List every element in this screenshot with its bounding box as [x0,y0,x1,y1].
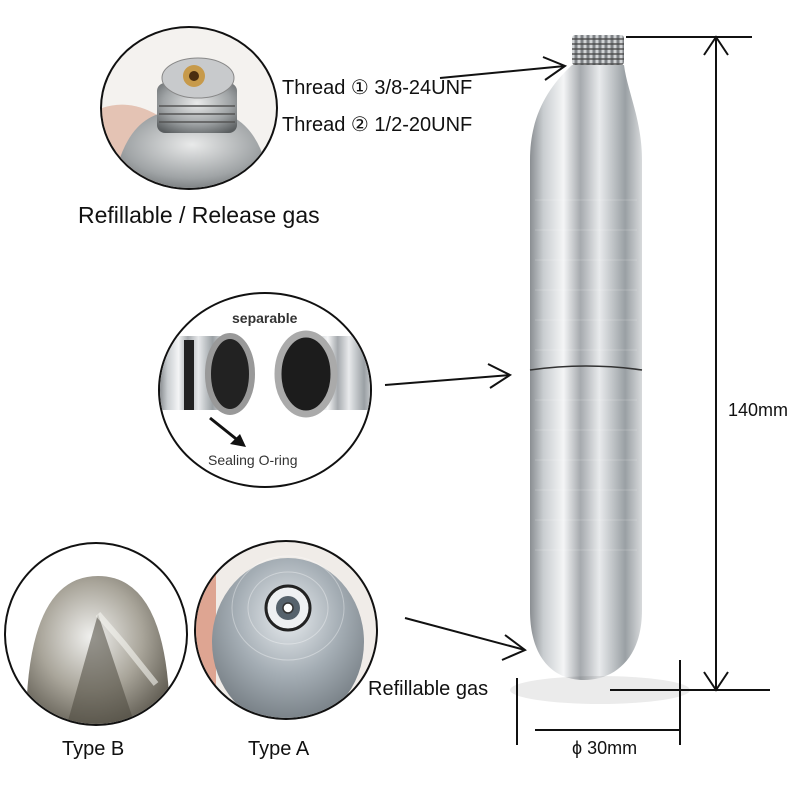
valve-closeup-circle [100,26,278,190]
valve-photo-icon [102,57,272,188]
type-a-caption: Type A [248,738,310,760]
type-b-caption: Type B [62,738,125,760]
thread-2-spec: Thread ② 1/2-20UNF [282,114,473,136]
type-b-photo-icon [26,576,170,724]
separable-label: separable [232,310,298,326]
sealing-oring-label: Sealing O-ring [208,452,298,468]
type-b-closeup-circle [4,542,188,726]
refillable-gas-label: Refillable gas [368,678,489,700]
top-valve-caption: Refillable / Release gas [78,202,320,228]
diameter-dimension-label: ϕ 30mm [572,738,638,758]
height-dimension-label: 140mm [728,400,789,420]
thread-1-spec: Thread ① 3/8-24UNF [282,77,473,99]
joint-photo-icon [160,330,370,447]
joint-closeup-circle: separable Sealing O-ring [158,292,372,488]
type-a-photo-icon [196,555,364,718]
type-a-closeup-circle [194,540,378,720]
